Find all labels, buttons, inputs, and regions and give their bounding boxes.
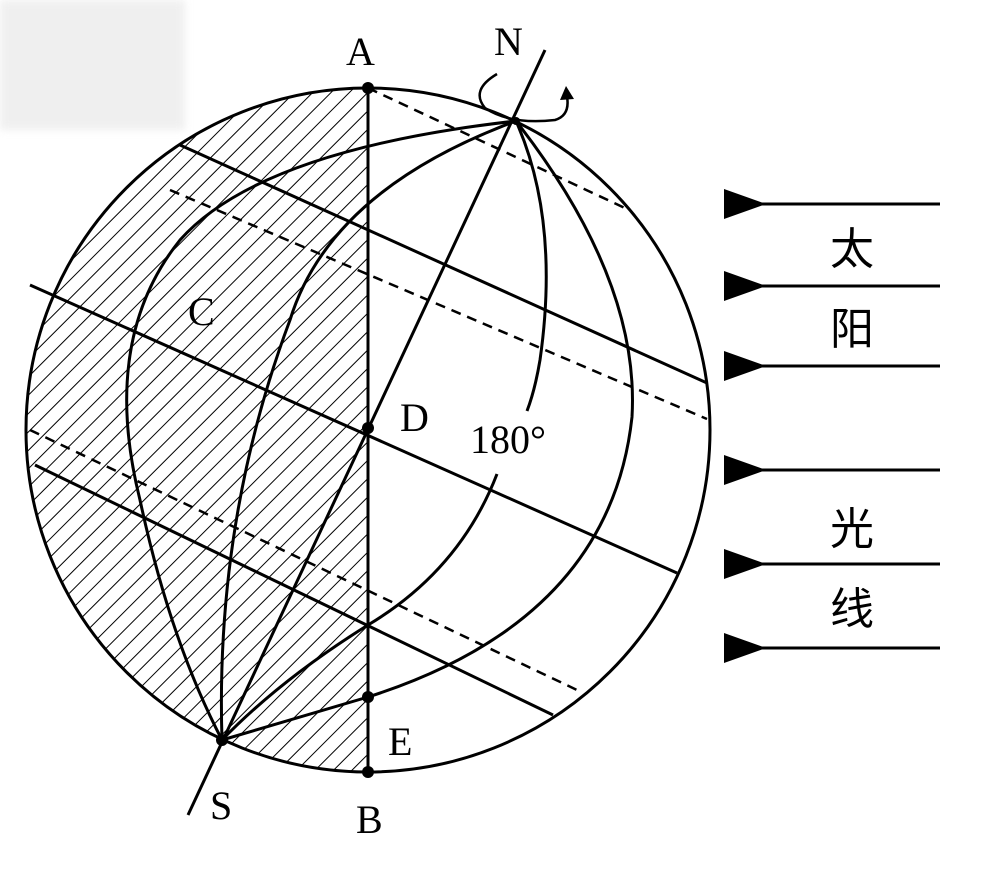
point-N	[512, 117, 520, 125]
point-D	[362, 422, 374, 434]
point-B	[362, 766, 374, 778]
sunlight-char: 线	[830, 584, 874, 635]
night-side-hatching	[26, 88, 368, 772]
label-C: C	[188, 289, 215, 334]
meridian	[125, 119, 517, 741]
label-E: E	[388, 719, 413, 764]
label-B: B	[356, 797, 383, 842]
equator	[29, 283, 678, 575]
label-A: A	[346, 29, 375, 74]
meridian	[221, 120, 634, 742]
label-D: D	[400, 395, 429, 440]
point-E	[362, 691, 374, 703]
latitude-upper	[179, 143, 708, 385]
point-S	[216, 734, 228, 746]
label-N: N	[494, 19, 523, 64]
sunlight-char: 光	[830, 504, 874, 555]
latitude-lower	[34, 463, 554, 717]
label-180: 180°	[470, 417, 546, 462]
sunlight-char: 太	[830, 224, 874, 275]
meridian-180	[220, 473, 499, 742]
point-A	[362, 82, 374, 94]
label-S: S	[210, 783, 233, 828]
sunlight-char: 阳	[830, 304, 874, 355]
tropic-line	[169, 188, 708, 421]
watermark	[0, 0, 185, 130]
tropic-line	[367, 86, 628, 211]
meridian	[219, 119, 517, 741]
meridian-180	[514, 120, 548, 412]
